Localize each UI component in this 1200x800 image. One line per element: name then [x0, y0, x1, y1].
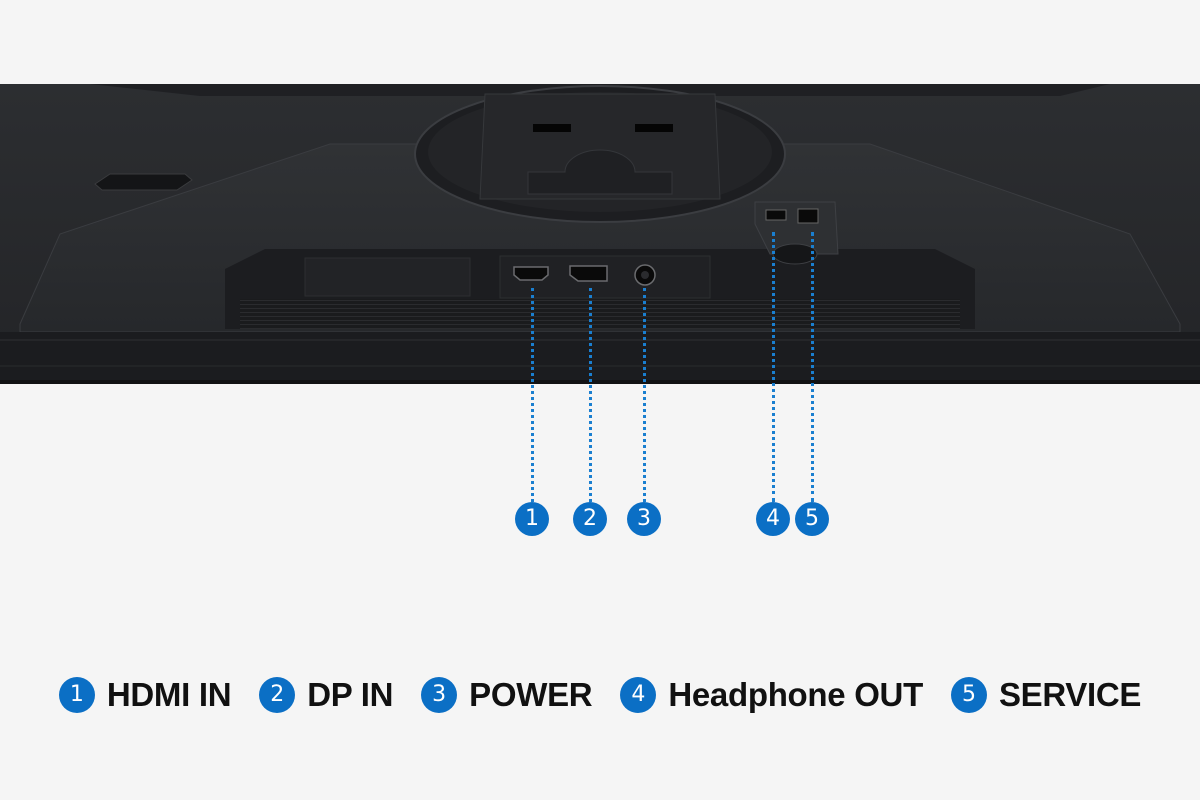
callout-line-3 — [643, 288, 646, 502]
legend-item-service: 5 SERVICE — [950, 676, 1142, 714]
callout-badge-1: 1 — [515, 502, 549, 536]
legend-label: Headphone OUT — [668, 676, 923, 713]
port-legend: 1 HDMI IN 2 DP IN 3 POWER 4 Headphone OU… — [0, 673, 1200, 717]
monitor-rear-illustration — [0, 84, 1200, 384]
legend-item-dp-in: 2 DP IN — [259, 676, 393, 714]
legend-number-badge: 4 — [620, 677, 657, 713]
legend-item-power: 3 POWER — [421, 676, 593, 714]
legend-label: DP IN — [307, 676, 394, 713]
port-hdmi — [513, 266, 549, 281]
port-power — [634, 264, 656, 286]
callout-line-4 — [772, 232, 775, 502]
callout-badge-4: 4 — [756, 502, 790, 536]
legend-label: POWER — [469, 676, 593, 713]
callout-badge-3: 3 — [627, 502, 661, 536]
legend-number-badge: 1 — [58, 677, 95, 713]
callout-line-1 — [531, 288, 534, 502]
legend-number-badge: 3 — [421, 677, 458, 713]
legend-item-headphone-out: 4 Headphone OUT — [620, 676, 923, 714]
legend-label: SERVICE — [998, 676, 1142, 713]
callout-badge-5: 5 — [795, 502, 829, 536]
legend-item-hdmi-in: 1 HDMI IN — [58, 676, 232, 714]
legend-number-badge: 5 — [950, 677, 987, 713]
legend-label: HDMI IN — [106, 676, 232, 713]
port-displayport — [569, 265, 608, 282]
legend-number-badge: 2 — [259, 677, 296, 713]
callout-line-2 — [589, 288, 592, 502]
callout-line-5 — [811, 232, 814, 502]
callout-badge-2: 2 — [573, 502, 607, 536]
